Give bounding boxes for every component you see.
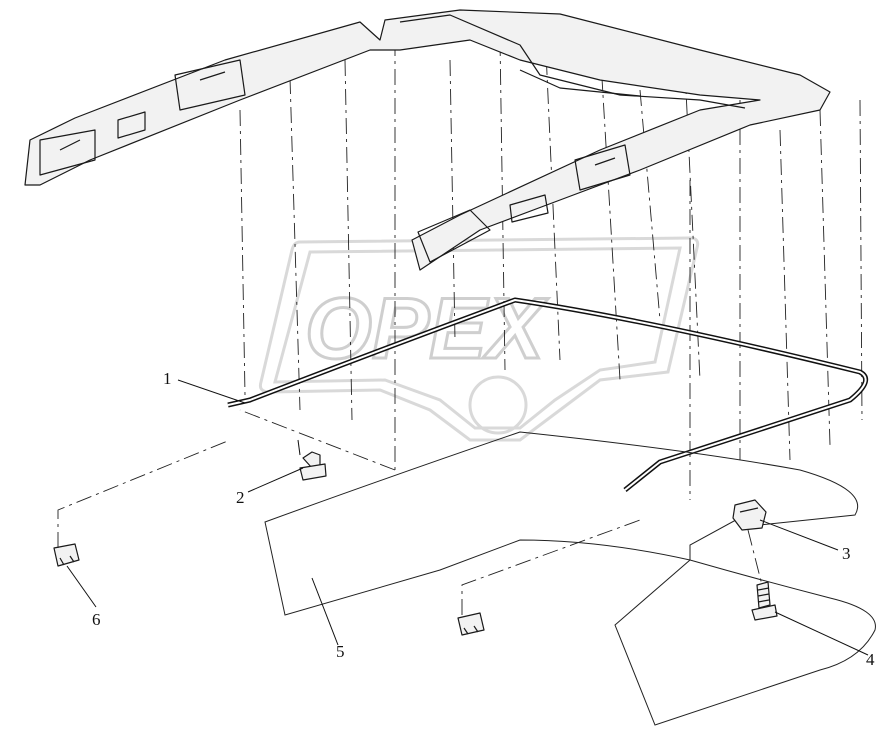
end-cap-duplicate — [457, 519, 641, 636]
screw-part-4 — [747, 529, 778, 621]
push-clip-part-2 — [297, 439, 327, 481]
end-cap-part-6 — [53, 439, 231, 567]
callout-leaders — [66, 379, 869, 656]
callout-6: 6 — [92, 610, 101, 629]
opex-watermark-logo: OPEX — [258, 236, 700, 442]
callout-1: 1 — [163, 369, 172, 388]
callout-4: 4 — [866, 650, 875, 669]
trim-strip-part-1 — [227, 297, 869, 492]
headliner-panel-part-5 — [264, 431, 876, 726]
roof-header-frame — [24, 9, 831, 271]
callout-labels: 1 2 3 4 5 6 — [92, 369, 875, 669]
callout-3: 3 — [842, 544, 851, 563]
bracket-clip-part-3 — [732, 499, 767, 531]
callout-2: 2 — [236, 488, 245, 507]
callout-5: 5 — [336, 642, 345, 661]
